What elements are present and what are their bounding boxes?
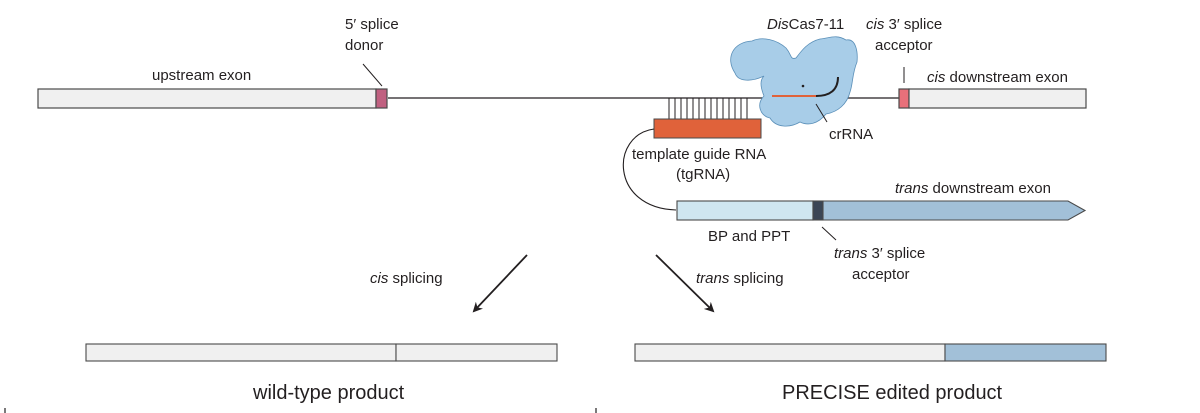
trans-downstream-exon: [822, 200, 1087, 221]
trans-acceptor: [812, 200, 824, 221]
splice-donor-pointer: [362, 63, 383, 87]
crRNA-label: crRNA: [829, 126, 873, 143]
trans-acceptor-pointer: [821, 226, 837, 241]
trans-splicing-label: trans splicing: [696, 270, 784, 287]
precise-product-label: PRECISE edited product: [782, 382, 1003, 404]
cis-acceptor-label-line2: acceptor: [875, 37, 933, 54]
cis-downstream-exon: [908, 88, 1087, 109]
edited-product-upstream: [634, 343, 946, 362]
cis-acceptor: [898, 88, 910, 109]
splice-donor-label-line2: donor: [345, 37, 383, 54]
trans-splicing-arrow: [655, 254, 715, 313]
wild-type-product-label: wild-type product: [252, 382, 405, 404]
tgRNA-linker: [622, 128, 677, 211]
crRNA-handle: [815, 76, 839, 97]
crRNA-pointer: [815, 103, 828, 123]
protein-dot: [801, 84, 805, 88]
discas7-11-protein: [730, 36, 858, 127]
trans-downstream-exon-label: trans downstream exon: [895, 180, 1051, 197]
tgRNA-label-line1: template guide RNA: [632, 146, 766, 163]
splice-donor: [375, 88, 388, 109]
bp-ppt-label: BP and PPT: [708, 228, 790, 245]
cis-downstream-exon-label: cis downstream exon: [927, 69, 1068, 86]
splice-donor-label-line1: 5′ splice: [345, 16, 399, 33]
wt-product-upstream: [85, 343, 397, 362]
tgRNA-block: [653, 118, 762, 139]
cis-splicing-arrow: [472, 254, 528, 313]
cis-splicing-label: cis splicing: [370, 270, 443, 287]
trans-acceptor-label-line2: acceptor: [852, 266, 910, 283]
edited-product-trans-exon: [944, 343, 1107, 362]
wt-product-downstream: [395, 343, 558, 362]
discas7-11-label: DisCas7-11: [767, 16, 844, 33]
upstream-exon: [37, 88, 377, 109]
bp-ppt-region: [676, 200, 814, 221]
base-pairing-ticks: [668, 98, 748, 119]
cis-acceptor-label-line1: cis 3′ splice: [866, 16, 942, 33]
upstream-exon-label: upstream exon: [152, 67, 251, 84]
trans-acceptor-label-line1: trans 3′ splice: [834, 245, 925, 262]
tgRNA-label-line2: (tgRNA): [676, 166, 730, 183]
